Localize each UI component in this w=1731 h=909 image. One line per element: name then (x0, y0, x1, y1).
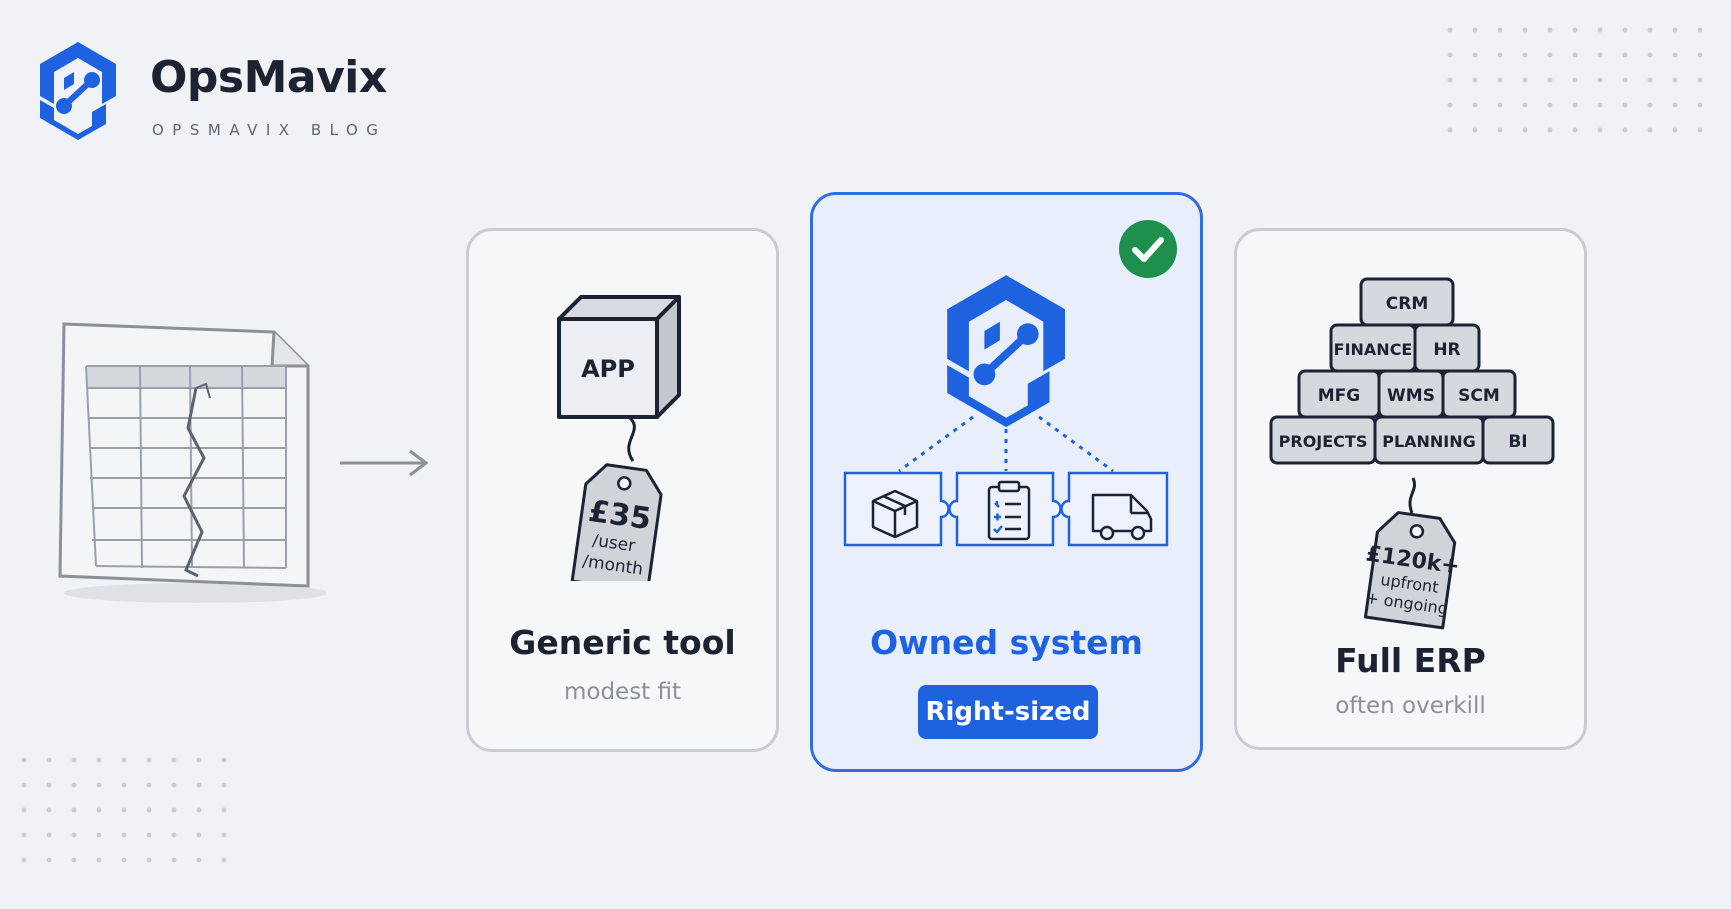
app-box-label: APP (581, 355, 635, 383)
app-box-icon: APP £35 /user /month (557, 295, 681, 581)
erp-module-scm: SCM (1441, 369, 1517, 419)
broken-spreadsheet-icon (58, 322, 326, 603)
generic-tool-title: Generic tool (509, 623, 736, 662)
dot-grid-top-right (1447, 27, 1703, 133)
erp-module-planning: PLANNING (1373, 415, 1485, 465)
erp-module-crm: CRM (1359, 277, 1455, 327)
erp-module-bi: BI (1481, 415, 1555, 465)
erp-module-label: CRM (1386, 294, 1428, 314)
owned-system-title: Owned system (870, 623, 1143, 662)
erp-module-label: PLANNING (1382, 432, 1476, 451)
erp-module-finance: FINANCE (1329, 323, 1417, 373)
generic-price: £35 (586, 494, 653, 537)
erp-module-label: SCM (1458, 386, 1500, 406)
owned-system-card: Owned system Right-sized (810, 192, 1203, 772)
arrow-right-icon (340, 449, 429, 477)
check-circle-icon (1119, 220, 1177, 278)
erp-module-mfg: MFG (1297, 369, 1381, 419)
generic-tool-card: APP £35 /user /month Generic tool modest… (466, 228, 779, 752)
erp-module-label: MFG (1318, 386, 1360, 406)
opsmavix-hexagon-icon (947, 275, 1065, 428)
erp-module-label: WMS (1387, 386, 1435, 406)
generic-tool-caption: modest fit (563, 679, 682, 705)
brand-subtitle: OPSMAVIX BLOG (152, 121, 387, 139)
right-sized-badge: Right-sized (918, 685, 1098, 739)
erp-module-label: HR (1433, 340, 1460, 360)
dot-grid-bottom-left (21, 757, 227, 863)
brand-name: OpsMavix (150, 52, 387, 103)
erp-module-hr: HR (1413, 323, 1481, 373)
erp-module-label: FINANCE (1334, 340, 1413, 359)
package-icon (871, 489, 919, 539)
erp-module-label: PROJECTS (1279, 432, 1368, 451)
erp-module-label: BI (1508, 432, 1527, 452)
erp-module-projects: PROJECTS (1269, 415, 1377, 465)
erp-module-wms: WMS (1377, 369, 1445, 419)
clipboard-checklist-icon (987, 480, 1031, 541)
opsmavix-logo-icon (40, 42, 116, 140)
delivery-van-icon (1091, 493, 1153, 541)
full-erp-caption: often overkill (1335, 693, 1486, 719)
owned-system-diagram (843, 275, 1169, 547)
full-erp-title: Full ERP (1335, 641, 1486, 680)
